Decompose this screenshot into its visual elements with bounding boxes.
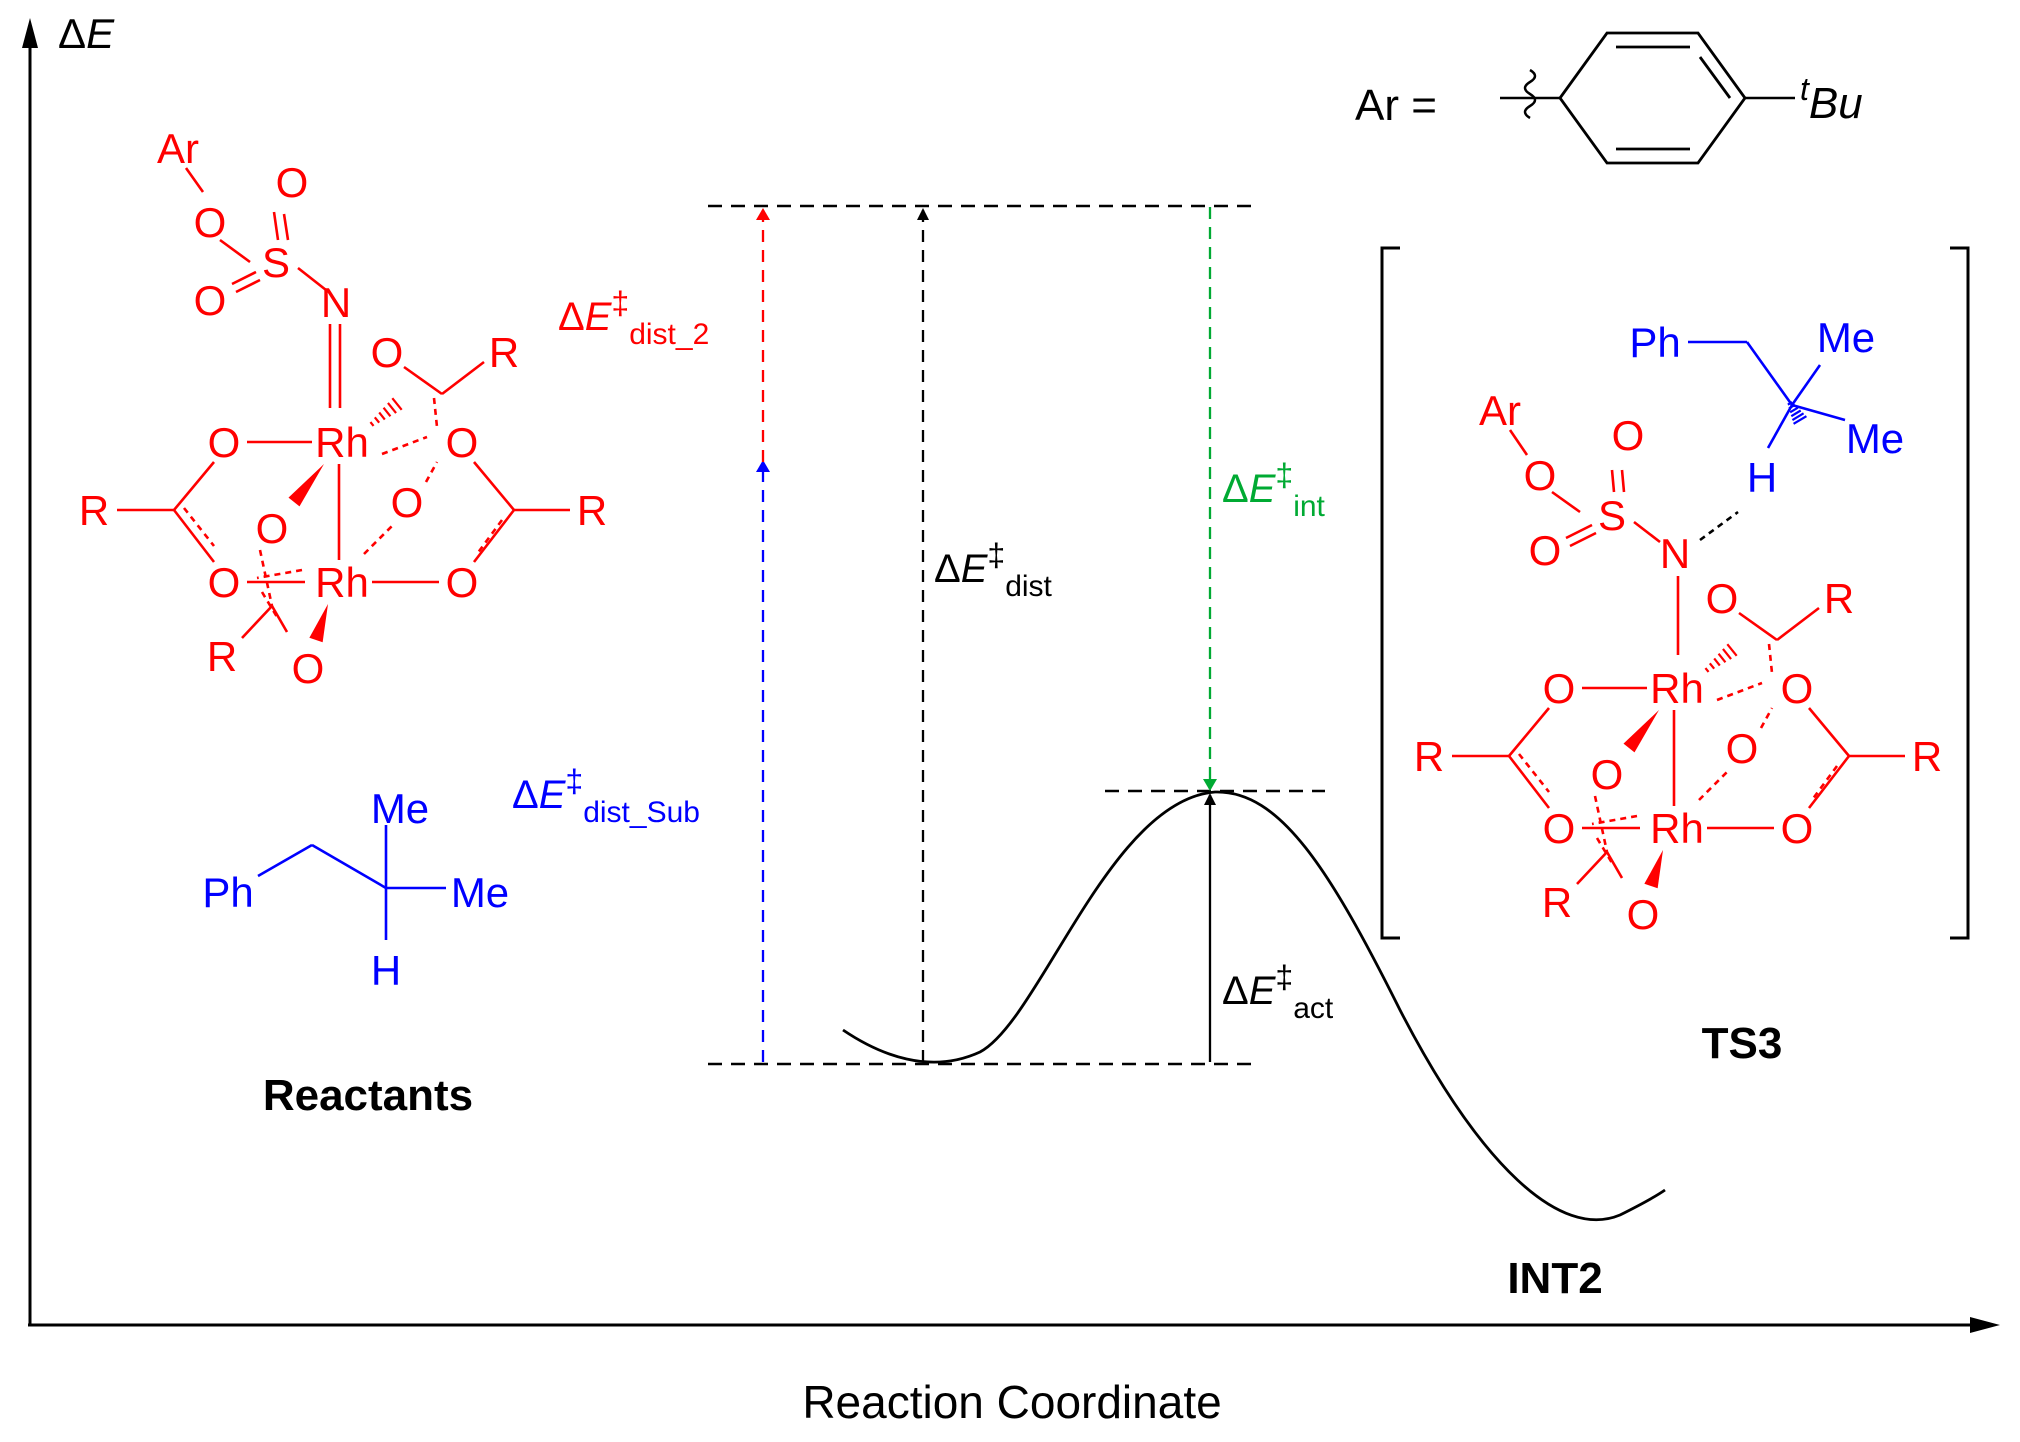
atom-me: Me bbox=[451, 869, 509, 916]
ar-equals-label: Ar = bbox=[1355, 81, 1437, 130]
atom-o: O bbox=[446, 419, 479, 466]
atom-r: R bbox=[1912, 733, 1942, 780]
atom-h: H bbox=[1747, 454, 1777, 501]
int2-label: INT2 bbox=[1507, 1254, 1602, 1303]
atom-rh-bottom: Rh bbox=[1650, 805, 1704, 852]
atom-s: S bbox=[262, 239, 290, 286]
ar-definition: Ar = tBu bbox=[1355, 31, 1863, 165]
atom-ar: Ar bbox=[1479, 387, 1521, 434]
atom-o: O bbox=[194, 277, 227, 324]
atom-o: O bbox=[1781, 805, 1814, 852]
atom-rh-top: Rh bbox=[1650, 665, 1704, 712]
y-axis-label: ΔE bbox=[58, 10, 115, 57]
atom-o: O bbox=[208, 419, 241, 466]
atom-o: O bbox=[276, 159, 309, 206]
atom-ar: Ar bbox=[157, 125, 199, 172]
atom-r: R bbox=[577, 487, 607, 534]
atom-o: O bbox=[1781, 665, 1814, 712]
atom-o: O bbox=[1726, 725, 1759, 772]
atom-o: O bbox=[1706, 575, 1739, 622]
x-axis bbox=[28, 1317, 2000, 1333]
atom-o: O bbox=[194, 199, 227, 246]
reactants-label: Reactants bbox=[263, 1071, 473, 1120]
atom-rh-top: Rh bbox=[315, 419, 369, 466]
atom-r: R bbox=[79, 487, 109, 534]
dist-label: ΔE‡dist bbox=[934, 537, 1053, 603]
atom-h: H bbox=[371, 947, 401, 994]
atom-o: O bbox=[292, 645, 325, 692]
atom-r: R bbox=[1542, 879, 1572, 926]
x-axis-label: Reaction Coordinate bbox=[802, 1376, 1221, 1428]
dist-sub-label: ΔE‡dist_Sub bbox=[512, 763, 700, 829]
dist-2-label: ΔE‡dist_2 bbox=[558, 285, 709, 351]
atom-o: O bbox=[1591, 751, 1624, 798]
act-label: ΔE‡act bbox=[1222, 959, 1334, 1025]
atom-ph: Ph bbox=[202, 869, 253, 916]
atom-me: Me bbox=[1817, 314, 1875, 361]
atom-ph: Ph bbox=[1629, 319, 1680, 366]
atom-r: R bbox=[1824, 575, 1854, 622]
atom-o: O bbox=[208, 559, 241, 606]
atom-o: O bbox=[446, 559, 479, 606]
atom-me: Me bbox=[371, 785, 429, 832]
atom-o: O bbox=[1529, 527, 1562, 574]
ts-brackets bbox=[1380, 246, 1970, 940]
int-label: ΔE‡int bbox=[1222, 457, 1326, 523]
tbu-label: tBu bbox=[1800, 71, 1863, 128]
atom-o: O bbox=[256, 505, 289, 552]
atom-me: Me bbox=[1846, 415, 1904, 462]
atom-o: O bbox=[371, 329, 404, 376]
y-axis bbox=[22, 18, 38, 1325]
atom-n: N bbox=[321, 279, 351, 326]
atom-r: R bbox=[207, 633, 237, 680]
atom-o: O bbox=[1524, 452, 1557, 499]
atom-o: O bbox=[1543, 805, 1576, 852]
benzene-ring-icon bbox=[1558, 31, 1747, 165]
reaction-profile-curve bbox=[842, 790, 1666, 1221]
atom-r: R bbox=[1414, 733, 1444, 780]
atom-o: O bbox=[1627, 891, 1660, 938]
atom-o: O bbox=[1612, 412, 1645, 459]
wavy-bond-icon bbox=[1523, 68, 1537, 120]
energy-level-lines bbox=[708, 204, 1325, 1066]
ts3-label: TS3 bbox=[1702, 1019, 1783, 1068]
atom-n: N bbox=[1660, 530, 1690, 577]
atom-r: R bbox=[489, 329, 519, 376]
atom-o: O bbox=[391, 479, 424, 526]
atom-s: S bbox=[1598, 492, 1626, 539]
atom-o: O bbox=[1543, 665, 1576, 712]
atom-rh-bottom: Rh bbox=[315, 559, 369, 606]
